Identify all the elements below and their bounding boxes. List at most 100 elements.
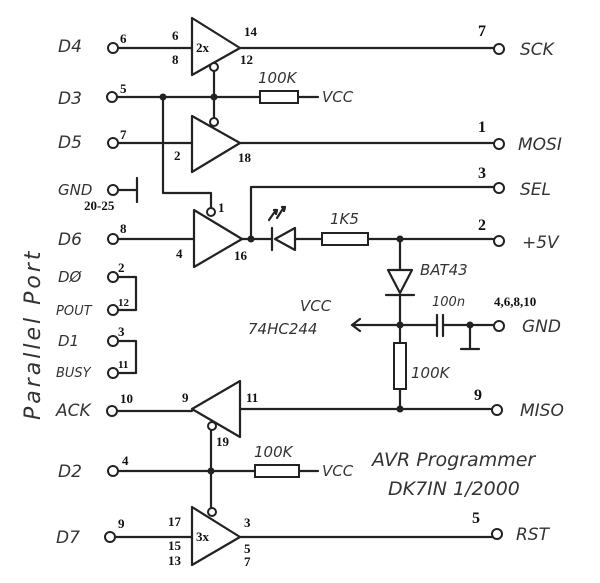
pin-d0: 2 — [118, 260, 125, 275]
right-pin-numbers: 7 1 3 2 4,6,8,10 9 5 — [472, 23, 536, 527]
pin-d7: 9 — [118, 516, 125, 531]
diode-value: BAT43 — [420, 261, 468, 279]
svg-text:9: 9 — [474, 387, 482, 404]
signal-5v: +5V — [522, 233, 560, 253]
svg-text:2x: 2x — [196, 40, 210, 55]
svg-text:2: 2 — [478, 217, 486, 234]
pin-d2: 4 — [122, 453, 129, 468]
svg-text:15: 15 — [168, 538, 182, 553]
signal-d2: D2 — [58, 462, 82, 482]
svg-text:6: 6 — [172, 28, 179, 43]
pin-pout: 12 — [118, 297, 130, 309]
vcc-note-line2: 74HC244 — [248, 320, 317, 338]
capacitor-value: 100n — [432, 295, 465, 310]
signal-rst: RST — [516, 525, 551, 545]
resistor-miso — [393, 342, 407, 390]
svg-text:17: 17 — [168, 514, 182, 529]
buffer-miso: 9 11 19 — [115, 379, 495, 449]
right-terminals — [491, 43, 505, 540]
svg-text:1: 1 — [218, 200, 225, 215]
svg-text:3: 3 — [478, 165, 486, 182]
svg-text:13: 13 — [168, 553, 182, 568]
pin-d1: 3 — [118, 324, 125, 339]
signal-sck: SCK — [520, 40, 556, 60]
terminal-d6 — [107, 233, 119, 245]
resistor-d3 — [259, 90, 299, 104]
svg-text:12: 12 — [240, 52, 253, 67]
terminal-d7 — [104, 531, 116, 543]
wire-sel — [249, 185, 495, 241]
vcc-label-d3: VCC — [322, 88, 354, 106]
svg-text:18: 18 — [238, 150, 252, 165]
svg-text:5: 5 — [472, 510, 480, 527]
terminal-d3 — [106, 91, 118, 103]
signal-d6: D6 — [58, 230, 82, 250]
pin-ack: 10 — [120, 391, 133, 406]
wire-d3-to-sel-enable — [161, 95, 213, 209]
terminal-d0 — [107, 271, 119, 283]
terminal-busy — [107, 367, 119, 379]
buffer-rst: 17 15 13 3x 3 5 7 — [113, 505, 495, 569]
resistor-led — [321, 232, 369, 246]
vcc-label-d2: VCC — [322, 462, 354, 480]
pin-d5: 7 — [120, 127, 127, 142]
pin-gnd: 20-25 — [84, 198, 115, 213]
signal-miso: MISO — [520, 401, 564, 421]
signal-sel: SEL — [520, 180, 551, 200]
svg-text:9: 9 — [182, 390, 189, 405]
led — [267, 205, 324, 252]
capacitor — [398, 313, 495, 351]
svg-text:7: 7 — [478, 23, 486, 40]
signal-busy: BUSY — [56, 366, 92, 381]
terminal-rst — [491, 528, 503, 540]
terminal-5v — [493, 235, 505, 247]
signal-d1: D1 — [58, 332, 79, 350]
terminal-d4 — [107, 42, 119, 54]
signal-d7: D7 — [56, 528, 80, 548]
buffer-sck: 6 8 2x 14 12 — [116, 16, 495, 77]
side-label: Parallel Port — [21, 248, 46, 420]
svg-text:11: 11 — [246, 390, 258, 405]
terminal-sck — [493, 43, 505, 55]
terminal-miso — [491, 404, 503, 416]
svg-text:4,6,8,10: 4,6,8,10 — [494, 294, 536, 309]
terminal-d1 — [107, 335, 119, 347]
resistor-miso-value: 100K — [411, 364, 451, 382]
svg-text:8: 8 — [172, 52, 179, 67]
signal-gnd: GND — [58, 181, 92, 199]
buffer-mosi: 2 18 — [116, 114, 495, 174]
title-line2: DK7IN 1/2000 — [388, 478, 520, 500]
svg-text:19: 19 — [216, 434, 230, 449]
signal-mosi: MOSI — [518, 135, 562, 155]
terminal-gnd — [107, 184, 119, 196]
svg-text:5: 5 — [244, 541, 251, 556]
signal-gnd-right: GND — [522, 317, 561, 337]
pin-busy: 11 — [118, 359, 128, 371]
terminal-ack — [106, 405, 118, 417]
pin-d4: 6 — [120, 31, 127, 46]
svg-text:1: 1 — [478, 119, 486, 136]
resistor-led-value: 1K5 — [330, 210, 359, 228]
svg-text:4: 4 — [176, 246, 183, 261]
gnd-bar — [116, 176, 139, 204]
vcc-arrow — [350, 317, 402, 333]
signal-d3: D3 — [58, 89, 82, 109]
resistor-d2-value: 100K — [254, 443, 294, 461]
left-terminals — [104, 42, 119, 543]
svg-text:3: 3 — [244, 515, 251, 530]
terminal-d5 — [107, 137, 119, 149]
svg-text:14: 14 — [244, 24, 258, 39]
left-pin-numbers: 6 5 7 20-25 8 2 12 3 11 10 4 9 — [84, 31, 133, 531]
svg-text:3x: 3x — [196, 529, 210, 544]
signal-ack: ACK — [55, 401, 92, 421]
resistor-d2 — [254, 464, 300, 478]
right-labels: SCK MOSI SEL +5V GND MISO RST — [516, 40, 564, 545]
terminal-sel — [493, 182, 505, 194]
signal-d5: D5 — [58, 133, 82, 153]
pin-d3: 5 — [120, 81, 127, 96]
resistor-d3-value: 100K — [258, 69, 298, 87]
terminal-pout — [107, 304, 119, 316]
terminal-gnd-right — [493, 320, 505, 332]
vcc-note-line1: VCC — [300, 297, 332, 315]
